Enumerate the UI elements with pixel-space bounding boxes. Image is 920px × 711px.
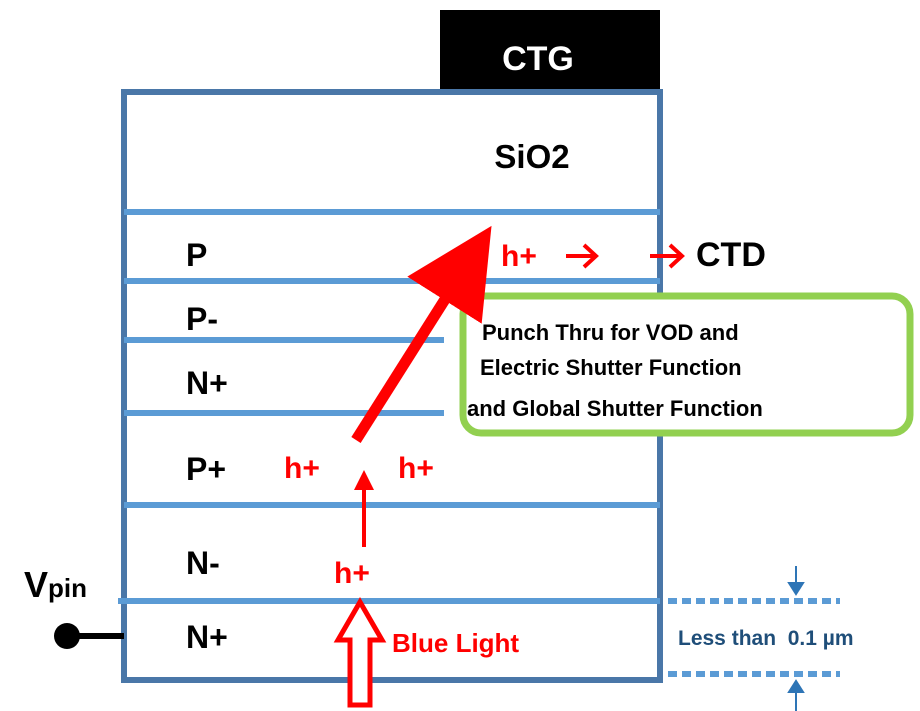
blue-light-label: Blue Light <box>392 628 519 658</box>
punch-thru-callout: Punch Thru for VOD and Electric Shutter … <box>459 292 914 437</box>
vpin-terminal: Vpin <box>24 564 124 649</box>
ctd-arrow-2 <box>650 243 685 269</box>
svg-text:Vpin: Vpin <box>24 564 87 605</box>
vpin-subscript: pin <box>48 573 87 603</box>
layer-label-n-minus: N- <box>186 545 220 581</box>
carrier-label-p: h+ <box>501 240 537 273</box>
carrier-label-n-minus: h+ <box>334 557 370 590</box>
layer-label-p-plus: P+ <box>186 451 226 487</box>
dimension-label: Less than 0.1 µm <box>678 627 854 650</box>
carrier-label-p-plus-right: h+ <box>398 452 434 485</box>
ctd-label: CTD <box>696 236 766 274</box>
layer-boundaries <box>118 209 660 604</box>
diagonal-transfer-arrow <box>351 225 492 443</box>
layer-label-p: P <box>186 237 207 273</box>
ctg-gate: CTG <box>440 10 660 92</box>
blue-light-arrow <box>333 597 387 708</box>
dimension-arrow-top <box>787 566 805 596</box>
callout-line-2: Electric Shutter Function <box>480 355 742 380</box>
callout-line-1: Punch Thru for VOD and <box>482 320 739 345</box>
layer-label-n-plus-upper: N+ <box>186 365 228 401</box>
layer-label-p-minus: P- <box>186 301 218 337</box>
thickness-dimension: Less than 0.1 µm <box>668 566 854 711</box>
carrier-label-p-plus-left: h+ <box>284 452 320 485</box>
dimension-arrow-bottom <box>787 679 805 711</box>
layer-label-n-plus-lower: N+ <box>186 619 228 655</box>
hole-transport-path <box>351 225 685 547</box>
callout-line-3: and Global Shutter Function <box>467 396 763 421</box>
oxide-label: SiO2 <box>494 138 569 175</box>
vpin-main: V <box>24 564 48 605</box>
ctg-gate-label: CTG <box>502 40 574 78</box>
ctd-arrow-1 <box>566 243 599 269</box>
